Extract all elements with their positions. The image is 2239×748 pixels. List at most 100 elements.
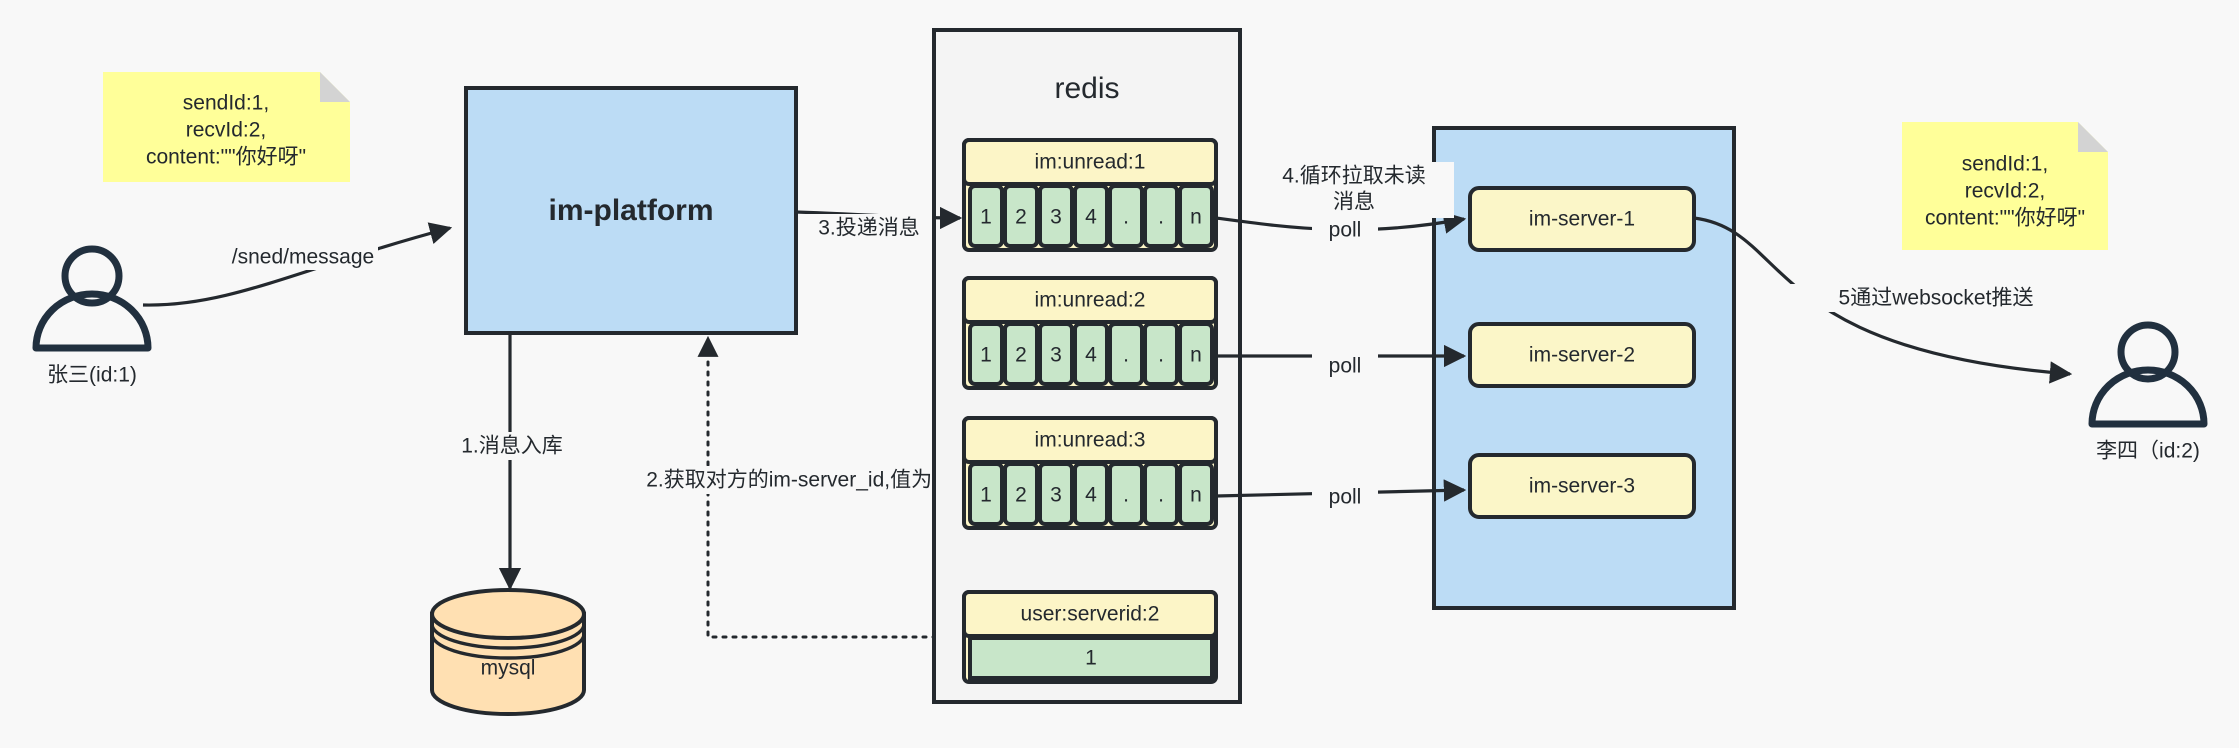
edge-step1-label: 1.消息入库: [461, 435, 563, 458]
cell[interactable]: [1003, 184, 1039, 248]
cell-text: .: [1123, 344, 1129, 367]
edge-step4-label-line1: 4.循环拉取未读: [1282, 165, 1426, 188]
im-server-1-node[interactable]: im-server-1: [1468, 186, 1696, 252]
im-server-cluster: im-server-1 im-server-2 im-server-3: [1432, 126, 1736, 610]
cell[interactable]: [1003, 322, 1039, 386]
cell[interactable]: [1178, 322, 1214, 386]
cell-text: 1: [980, 344, 992, 367]
sender-head-icon: [61, 245, 123, 307]
im-server-2-box[interactable]: [1468, 322, 1696, 388]
cell[interactable]: [1143, 462, 1179, 526]
redis-container: redis im:unread:1 1 2 3 4 .: [932, 28, 1242, 704]
note-left-line-3: content:""你好呀": [146, 146, 306, 169]
cell[interactable]: [968, 322, 1004, 386]
cell[interactable]: [1038, 462, 1074, 526]
im-server-3-box[interactable]: [1468, 453, 1696, 519]
edge-poll-1-label-bg: [1312, 216, 1378, 244]
edge-poll-2-label-bg: [1312, 352, 1378, 380]
cell[interactable]: [1073, 184, 1109, 248]
im-server-2-label: im-server-2: [1529, 344, 1635, 367]
im-server-3-node[interactable]: im-server-3: [1468, 453, 1696, 519]
mysql-body[interactable]: [430, 612, 586, 716]
cell-text: 1: [980, 484, 992, 507]
edge-step1-label-bg: [443, 432, 581, 460]
cell-text: 4: [1085, 484, 1097, 507]
unread-2-cells: 1 2 3 4 . . n: [968, 322, 1214, 386]
mysql-top: [430, 588, 586, 640]
serverid-value-cell[interactable]: [968, 636, 1214, 680]
unread-2-key: im:unread:2: [1035, 289, 1146, 312]
cell[interactable]: [1143, 184, 1179, 248]
note-right-body: [1902, 122, 2108, 250]
note-right-line-2: recvId:2,: [1965, 180, 2046, 203]
im-platform-node[interactable]: im-platform: [464, 86, 798, 335]
cell-text: .: [1123, 206, 1129, 229]
mysql-database-node[interactable]: mysql: [430, 588, 586, 716]
cell[interactable]: [1178, 462, 1214, 526]
unread-3-cells: 1 2 3 4 . . n: [968, 462, 1214, 526]
mysql-label: mysql: [481, 657, 536, 680]
cell-text: 3: [1050, 344, 1062, 367]
note-right-fold: [2078, 122, 2108, 152]
cell[interactable]: [1108, 184, 1144, 248]
redis-title: redis: [1054, 72, 1119, 105]
note-left-body: [103, 72, 350, 182]
unread-1-key: im:unread:1: [1035, 151, 1146, 174]
cell[interactable]: [1143, 322, 1179, 386]
note-left-fold: [320, 72, 350, 102]
edge-poll-1-label: poll: [1329, 219, 1362, 242]
cell-text: 1: [980, 206, 992, 229]
im-server-3-label: im-server-3: [1529, 475, 1635, 498]
cell[interactable]: [968, 462, 1004, 526]
note-right-line-3: content:""你好呀": [1925, 207, 2085, 230]
edge-poll-3-label: poll: [1329, 486, 1362, 509]
cell-text: 2: [1015, 206, 1027, 229]
receiver-head-icon: [2117, 321, 2179, 383]
mysql-ring-2: [430, 633, 586, 660]
cell-text: 2: [1015, 344, 1027, 367]
serverid-value: 1: [1085, 647, 1097, 670]
edge-step2-label: 2.获取对方的im-server_id,值为1: [646, 469, 944, 492]
actor-sender: 张三(id:1): [32, 245, 152, 387]
cell[interactable]: [1108, 322, 1144, 386]
cell[interactable]: [1073, 462, 1109, 526]
cell-text: 4: [1085, 344, 1097, 367]
cell-text: 2: [1015, 484, 1027, 507]
cell[interactable]: [1073, 322, 1109, 386]
edge-step3-label: 3.投递消息: [818, 217, 920, 240]
cell-text: n: [1190, 344, 1202, 367]
note-left-line-2: recvId:2,: [186, 119, 267, 142]
cell[interactable]: [1003, 462, 1039, 526]
edge-step4-label-line2: 消息: [1333, 191, 1375, 214]
receiver-label: 李四（id:2): [2096, 440, 2200, 463]
cell[interactable]: [1038, 184, 1074, 248]
cell-text: .: [1158, 344, 1164, 367]
cell[interactable]: [968, 184, 1004, 248]
redis-unread-list-2[interactable]: im:unread:2 1 2 3 4 . . n: [962, 276, 1218, 390]
note-left-line-1: sendId:1,: [183, 92, 269, 115]
redis-unread-list-1[interactable]: im:unread:1 1 2 3 4 . . n: [962, 138, 1218, 252]
cell[interactable]: [1178, 184, 1214, 248]
redis-user-serverid[interactable]: user:serverid:2 1: [962, 590, 1218, 684]
mysql-ring-1: [430, 623, 586, 650]
redis-unread-list-3[interactable]: im:unread:3 1 2 3 4 . . n: [962, 416, 1218, 530]
cell[interactable]: [1108, 462, 1144, 526]
edge-send-message-label-bg: [228, 244, 378, 270]
im-platform-box[interactable]: [464, 86, 798, 335]
edge-step5-label-bg: [1790, 284, 2082, 312]
edge-send-message: [142, 222, 453, 307]
cell-text: n: [1190, 206, 1202, 229]
edge-send-message-label: /sned/message: [232, 246, 374, 269]
unread-1-cells: 1 2 3 4 . . n: [968, 184, 1214, 248]
im-server-2-node[interactable]: im-server-2: [1468, 322, 1696, 388]
edge-step4-label-bg: [1254, 162, 1454, 218]
cell-text: .: [1123, 484, 1129, 507]
actor-receiver: 李四（id:2): [2088, 321, 2208, 463]
sender-label: 张三(id:1): [47, 364, 137, 387]
sticky-note-left: sendId:1, recvId:2, content:""你好呀": [103, 72, 350, 182]
sender-body-icon: [32, 290, 152, 352]
cell[interactable]: [1038, 322, 1074, 386]
cell-text: 3: [1050, 484, 1062, 507]
